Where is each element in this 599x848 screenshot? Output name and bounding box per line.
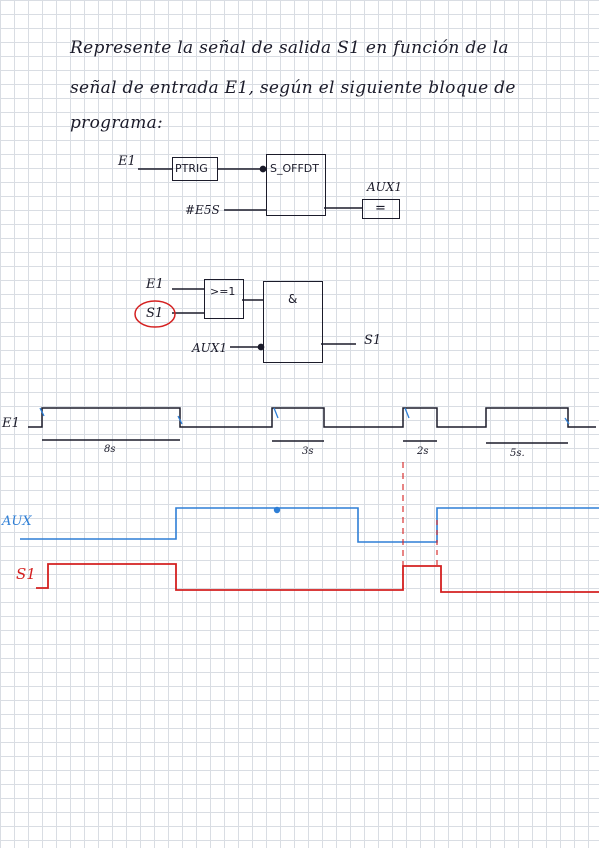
- e1-trace: [28, 407, 596, 428]
- block2-wires: [134, 288, 356, 351]
- and-gate-box: [263, 281, 323, 363]
- aux-mark: [273, 506, 281, 514]
- block2-input-e1: E1: [146, 277, 164, 292]
- block2-input-aux1: AUX1: [192, 341, 227, 355]
- duration-5s: 5s.: [510, 448, 525, 459]
- instruction-line-3: programa:: [70, 113, 164, 133]
- aux-signal-label: AUX: [2, 514, 32, 529]
- block1-input-e1: E1: [118, 154, 136, 169]
- aux-trace: [20, 507, 599, 543]
- wire-node-2: [257, 343, 265, 351]
- duration-8s: 8s: [104, 444, 116, 455]
- aux1-output-label: AUX1: [367, 180, 402, 194]
- assign-box: [362, 199, 400, 219]
- e1-edge-marks: [39, 407, 570, 425]
- instruction-line-1: Represente la señal de salida S1 en func…: [70, 38, 509, 58]
- assign-symbol: =: [375, 201, 386, 216]
- timer-box: [266, 154, 326, 216]
- or-gate-box: [204, 279, 244, 319]
- wire-node-1: [259, 165, 267, 173]
- s1-highlight-circle: [134, 300, 176, 328]
- timer-label: S_OFFDT: [270, 162, 319, 175]
- ptrig-label: PTRIG: [175, 162, 208, 175]
- ptrig-box: [172, 157, 218, 181]
- block2-input-s1: S1: [146, 306, 164, 321]
- and-gate-label: &: [288, 292, 298, 306]
- instruction-line-2: señal de entrada E1, según el siguiente …: [70, 78, 516, 98]
- s1-signal-label: S1: [16, 565, 36, 583]
- aux-waveform: [20, 506, 599, 543]
- duration-3s: 3s: [302, 446, 314, 457]
- block1-input-time: #E5S: [185, 203, 220, 217]
- e1-signal-label: E1: [2, 416, 20, 431]
- block1-wires: [138, 165, 362, 211]
- e1-waveform: [28, 407, 596, 444]
- or-gate-label: >=1: [210, 285, 236, 298]
- s1-trace: [36, 563, 599, 593]
- duration-2s: 2s: [417, 446, 429, 457]
- block2-output-s1: S1: [364, 333, 382, 348]
- s1-waveform: [36, 462, 599, 593]
